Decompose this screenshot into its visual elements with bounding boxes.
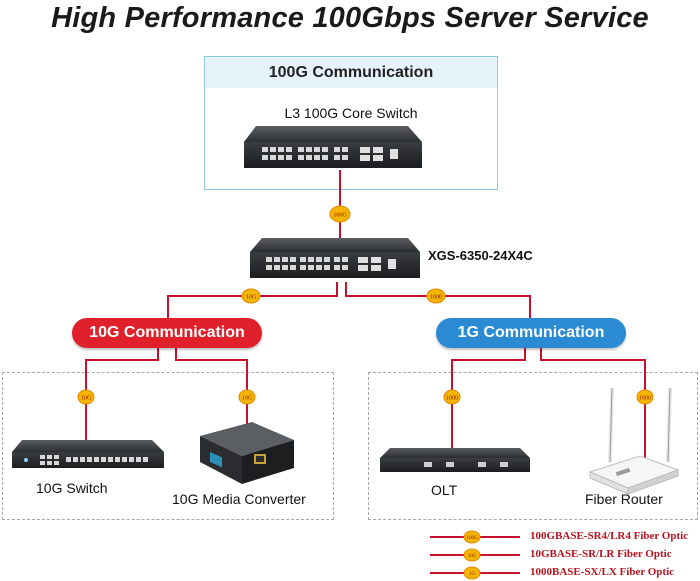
svg-text:10G: 10G bbox=[242, 396, 253, 402]
legend-badge-1g: 1G bbox=[463, 566, 481, 580]
group-10g-label: 10G Communication bbox=[72, 318, 262, 348]
core-section-header bbox=[205, 57, 497, 88]
group-1g-label: 1G Communication bbox=[436, 318, 626, 348]
badge-sw10g: 10G bbox=[77, 389, 95, 405]
badge-router: 1000 bbox=[636, 389, 654, 405]
svg-text:1000: 1000 bbox=[446, 396, 458, 402]
fiber-router-image bbox=[588, 387, 680, 495]
badge-to-1g: 1000 bbox=[426, 288, 446, 304]
olt-image bbox=[380, 448, 530, 472]
core-switch-label: L3 100G Core Switch bbox=[284, 105, 418, 121]
svg-text:10G: 10G bbox=[246, 295, 257, 301]
svg-text:100G: 100G bbox=[466, 536, 478, 541]
legend-item-100g: 100GBASE-SR4/LR4 Fiber Optic bbox=[530, 530, 689, 542]
badge-olt: 1000 bbox=[443, 389, 461, 405]
badge-core-uplink: 100G bbox=[329, 205, 351, 223]
legend-item-1g: 1000BASE-SX/LX Fiber Optic bbox=[530, 566, 675, 578]
group-10g-box bbox=[2, 372, 334, 520]
core-switch-image bbox=[244, 126, 422, 168]
svg-text:1000: 1000 bbox=[430, 295, 442, 301]
link-badges: 100G 10G 1000 10G 10G 1000 1000 bbox=[77, 205, 654, 405]
media-converter-label: 10G Media Converter bbox=[172, 491, 306, 507]
svg-text:1G: 1G bbox=[469, 572, 476, 577]
legend-badge-100g: 100G bbox=[463, 530, 481, 544]
media-converter-image bbox=[200, 422, 294, 484]
legend-item-10g: 10GBASE-SR/LR Fiber Optic bbox=[530, 548, 672, 560]
legend-badge-10g: 10G bbox=[463, 548, 481, 562]
badge-to-10g: 10G bbox=[241, 288, 261, 304]
badge-mc10g: 10G bbox=[238, 389, 256, 405]
svg-text:1000: 1000 bbox=[639, 396, 651, 402]
group-1g-box bbox=[368, 372, 698, 520]
olt-label: OLT bbox=[431, 482, 458, 498]
aggregation-switch-label: XGS-6350-24X4C bbox=[428, 248, 533, 263]
core-section-title: 100G Communication bbox=[268, 64, 434, 81]
svg-text:100G: 100G bbox=[333, 213, 347, 219]
switch-10g-image bbox=[12, 440, 164, 468]
page-title: High Performance 100Gbps Server Service bbox=[51, 2, 649, 34]
svg-text:10G: 10G bbox=[468, 554, 477, 559]
fiber-router-label: Fiber Router bbox=[585, 491, 663, 507]
legend-badges: 100G 10G 1G bbox=[463, 530, 481, 580]
switch-10g-label: 10G Switch bbox=[36, 480, 108, 496]
link-lines bbox=[85, 170, 646, 460]
svg-text:10G: 10G bbox=[81, 396, 92, 402]
aggregation-switch-image bbox=[250, 238, 420, 278]
